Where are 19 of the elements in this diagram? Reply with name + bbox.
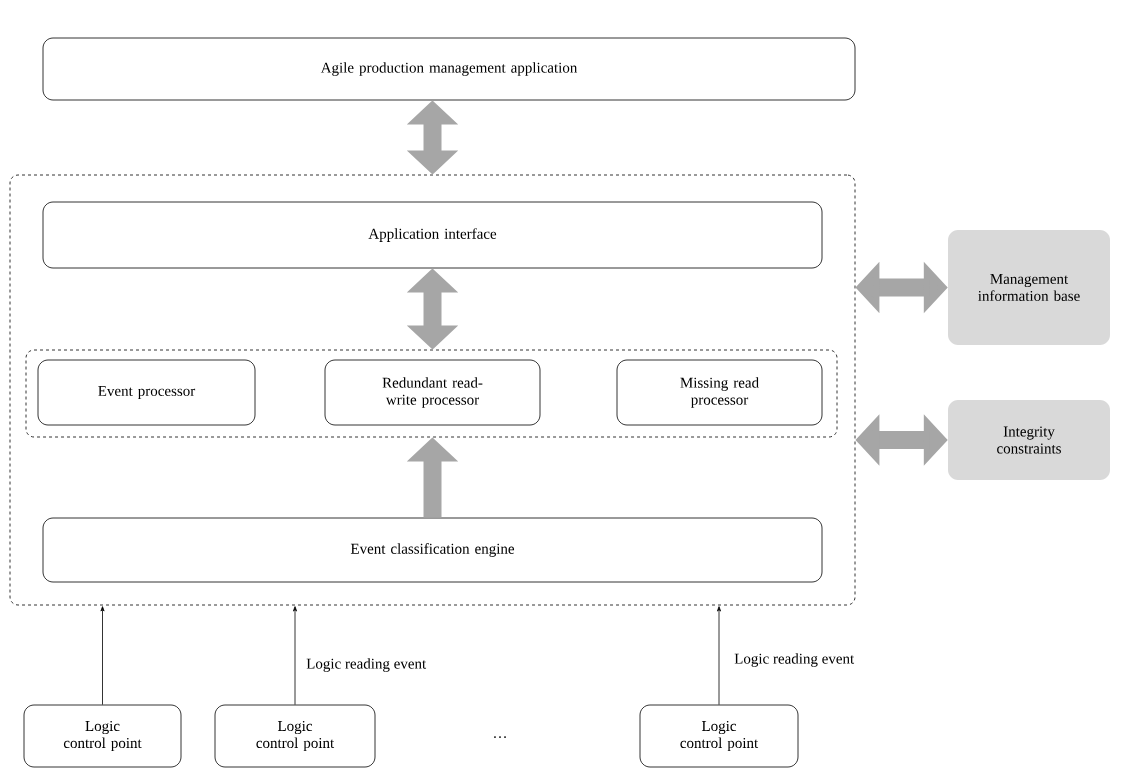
arrow <box>100 606 105 705</box>
process-box: Missing read processor <box>616 359 823 426</box>
dashed-container <box>25 349 838 438</box>
arrow <box>293 606 297 705</box>
ellipsis: … <box>494 736 506 738</box>
process-box: Agile production management application <box>42 37 856 101</box>
process-box: Logic control point <box>639 704 799 768</box>
process-box: Application interface <box>42 201 823 269</box>
edge-label: Logic reading event <box>305 657 428 673</box>
process-box: Logic control point <box>23 704 182 768</box>
process-box: Logic control point <box>214 704 376 768</box>
database-box: Integrity constraints <box>948 400 1110 480</box>
process-box: Redundant read-write processor <box>324 359 541 426</box>
arrow <box>717 606 721 705</box>
process-box: Event classification engine <box>42 517 823 583</box>
edge-label: Logic reading event <box>733 652 856 668</box>
database-box: Management information base <box>948 230 1110 345</box>
dashed-container <box>9 174 856 606</box>
process-box: Event processor <box>37 359 256 426</box>
